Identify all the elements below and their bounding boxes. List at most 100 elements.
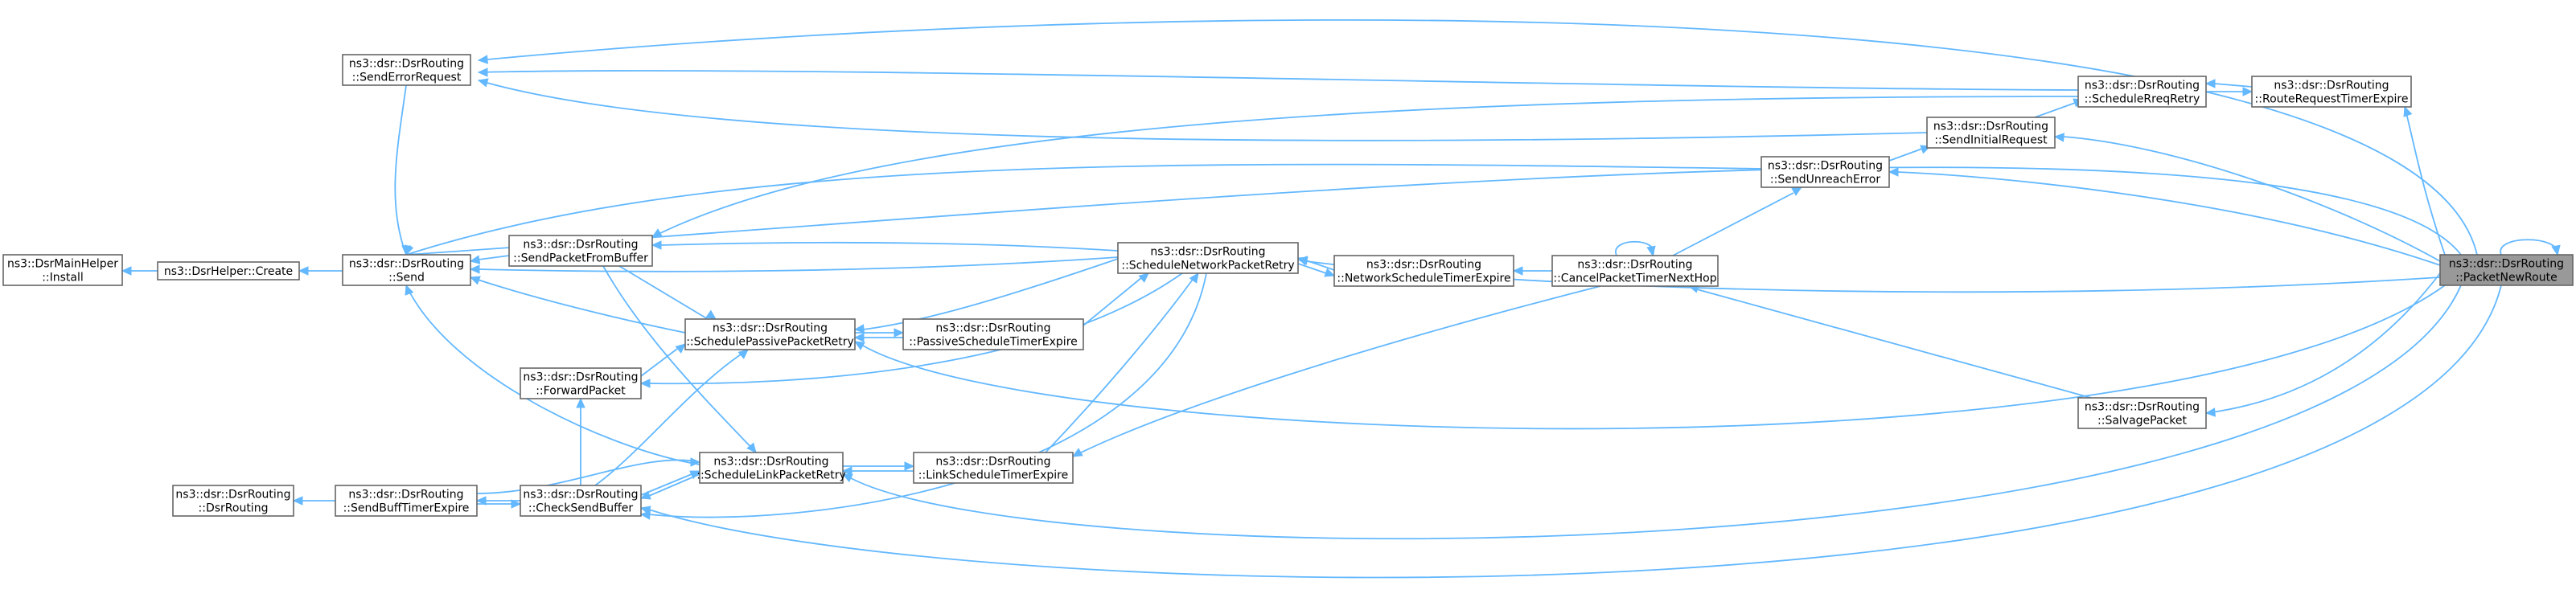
node-route-request-timer-expire[interactable]: ns3::dsr::DsrRouting::RouteRequestTimerE… (2251, 76, 2412, 108)
node-label: ::SendInitialRequest (1934, 134, 2048, 147)
node-label: ::Send (388, 272, 425, 285)
node-label: ns3::dsr::DsrRouting (2085, 80, 2200, 92)
node-label: ns3::dsr::DsrRouting (348, 489, 463, 502)
edge-sbte-to-ctor (292, 496, 335, 506)
node-label: ::Install (42, 272, 84, 285)
edge-snpr-to-forward (639, 272, 1183, 388)
node-link-schedule-timer-expire[interactable]: ns3::dsr::DsrRouting::LinkScheduleTimerE… (913, 452, 1074, 484)
edge-srr-to-rrte (2206, 87, 2253, 96)
node-label: ::RouteRequestTimerExpire (2255, 93, 2409, 106)
edge-cptnh-to-sue (1672, 186, 1803, 256)
edge-sue-to-sir (1888, 145, 1932, 162)
node-label: ns3::dsr::DsrRouting (1577, 259, 1692, 272)
edge-spfb-to-slr (602, 265, 757, 453)
node-label: ns3::dsr::DsrRouting (935, 322, 1050, 335)
edge-snpr-to-spr (853, 258, 1119, 334)
node-schedule-link-packet-retry[interactable]: ns3::dsr::DsrRouting::ScheduleLinkPacket… (696, 452, 846, 484)
node-label: ::DsrRouting (199, 502, 269, 515)
edge-pste-to-snpr (1083, 272, 1149, 326)
edge-pnr-to-ser (477, 19, 2478, 256)
node-send-unreach-error[interactable]: ns3::dsr::DsrRouting::SendUnreachError (1760, 156, 1890, 188)
node-label: ::CheckSendBuffer (528, 502, 633, 515)
node-label: ns3::dsr::DsrRouting (523, 371, 638, 384)
edge-snpr-to-send (469, 256, 1119, 274)
node-label: ns3::DsrHelper::Create (164, 265, 293, 278)
edge-lste-to-snpr (1045, 272, 1199, 453)
edge-send-to-helper-create (298, 266, 343, 276)
edge-pnr-self (2500, 239, 2561, 256)
edge-slr-to-send (405, 284, 700, 465)
edge-check-to-slr (640, 470, 701, 496)
node-label: ns3::dsr::DsrRouting (1933, 121, 2048, 133)
edge-forward-to-spr (640, 343, 686, 377)
node-passive-schedule-timer-expire[interactable]: ns3::dsr::DsrRouting::PassiveScheduleTim… (902, 318, 1084, 350)
node-label: ns3::dsr::DsrRouting (2449, 258, 2564, 271)
node-schedule-passive-packet-retry[interactable]: ns3::dsr::DsrRouting::SchedulePassivePac… (684, 318, 856, 350)
edge-lste-to-slr (841, 466, 914, 476)
node-label: ::SendPacketFromBuffer (513, 252, 648, 265)
node-label: ns3::dsr::DsrRouting (1150, 246, 1265, 259)
node-label: ns3::dsr::DsrRouting (523, 489, 638, 502)
node-label: ::ForwardPacket (536, 385, 626, 398)
node-helper-create[interactable]: ns3::DsrHelper::Create (157, 261, 300, 280)
node-install[interactable]: ns3::DsrMainHelper::Install (2, 254, 123, 286)
node-label: ns3::dsr::DsrRouting (1768, 160, 1883, 173)
edge-spr-to-pste (855, 328, 905, 338)
node-label: ns3::dsr::DsrRouting (349, 58, 464, 71)
edge-sir-to-srr (2034, 98, 2085, 118)
edge-check-to-sbte (475, 496, 520, 506)
node-label: ::NetworkScheduleTimerExpire (1337, 272, 1510, 285)
edge-pnr-to-sue (1888, 167, 2441, 266)
edge-send-packet-from-buffer-to-send (469, 255, 510, 264)
edge-cptnh-to-lste (1071, 285, 1601, 457)
node-label: ::SendUnreachError (1770, 174, 1880, 186)
node-label: ns3::dsr::DsrRouting (713, 322, 828, 335)
edge-slr-to-lste (843, 461, 915, 471)
edge-pnr-to-check (639, 285, 2502, 579)
edge-send-error-request-to-send (394, 84, 411, 256)
edge-sir-to-ser (477, 78, 1928, 141)
edge-salvage-to-cptnh (1687, 284, 2092, 399)
node-send-initial-request[interactable]: ns3::dsr::DsrRouting::SendInitialRequest (1926, 117, 2056, 149)
node-label: ::PassiveScheduleTimerExpire (909, 336, 1078, 349)
node-schedule-rreq-retry[interactable]: ns3::dsr::DsrRouting::ScheduleRreqRetry (2077, 76, 2207, 108)
edge-spfb-to-spr (618, 265, 717, 320)
node-label: ns3::dsr::DsrRouting (349, 258, 464, 271)
node-label: ::SendErrorRequest (352, 72, 462, 84)
node-send-buff-timer-expire[interactable]: ns3::dsr::DsrRouting::SendBuffTimerExpir… (335, 485, 478, 517)
node-label: ::CancelPacketTimerNextHop (1553, 272, 1716, 285)
edge-pnr-to-spr (853, 285, 2446, 430)
node-cancel-packet-timer-next-hop[interactable]: ns3::dsr::DsrRouting::CancelPacketTimerN… (1551, 255, 1719, 287)
node-label: ::LinkScheduleTimerExpire (918, 469, 1068, 482)
edge-check-to-forward (576, 397, 585, 485)
edge-cptnh-to-nste (1512, 266, 1552, 276)
node-label: ::ScheduleNetworkPacketRetry (1121, 260, 1294, 272)
node-label: ::SalvagePacket (2097, 415, 2187, 428)
node-forward-packet[interactable]: ns3::dsr::DsrRouting::ForwardPacket (520, 367, 642, 399)
nodes: ns3::dsr::DsrRouting::PacketNewRoutens3:… (2, 54, 2574, 517)
edge-sbte-to-slr (476, 457, 701, 494)
node-schedule-network-packet-retry[interactable]: ns3::dsr::DsrRouting::ScheduleNetworkPac… (1117, 242, 1299, 274)
node-send[interactable]: ns3::dsr::DsrRouting::Send (342, 254, 471, 286)
edges (121, 19, 2561, 579)
node-label: ns3::DsrMainHelper (7, 258, 118, 271)
node-network-schedule-timer-expire[interactable]: ns3::dsr::DsrRouting::NetworkScheduleTim… (1333, 255, 1514, 287)
node-label: ns3::dsr::DsrRouting (1366, 259, 1481, 272)
edge-pnr-to-salvage (2204, 272, 2441, 417)
node-send-packet-from-buffer[interactable]: ns3::dsr::DsrRouting::SendPacketFromBuff… (508, 235, 653, 267)
node-packet-new-route[interactable]: ns3::dsr::DsrRouting::PacketNewRoute (2439, 254, 2574, 286)
node-check-send-buffer[interactable]: ns3::dsr::DsrRouting::CheckSendBuffer (520, 485, 642, 517)
edge-pnr-to-sir (2053, 133, 2441, 262)
node-send-error-request[interactable]: ns3::dsr::DsrRouting::SendErrorRequest (342, 54, 471, 86)
node-label: ::SchedulePassivePacketRetry (686, 336, 854, 349)
edge-snpr-to-spfb (651, 240, 1119, 252)
edge-create-to-install (121, 266, 158, 276)
edge-rrte-to-srr (2204, 79, 2253, 88)
edge-spr-to-send (469, 276, 686, 334)
edge-srr-to-ser (477, 68, 2079, 91)
node-salvage-packet[interactable]: ns3::dsr::DsrRouting::SalvagePacket (2077, 397, 2207, 429)
node-label: ::ScheduleLinkPacketRetry (696, 469, 845, 482)
node-label: ns3::dsr::DsrRouting (2085, 401, 2200, 414)
node-dsr-routing-ctor[interactable]: ns3::dsr::DsrRouting::DsrRouting (172, 485, 294, 517)
